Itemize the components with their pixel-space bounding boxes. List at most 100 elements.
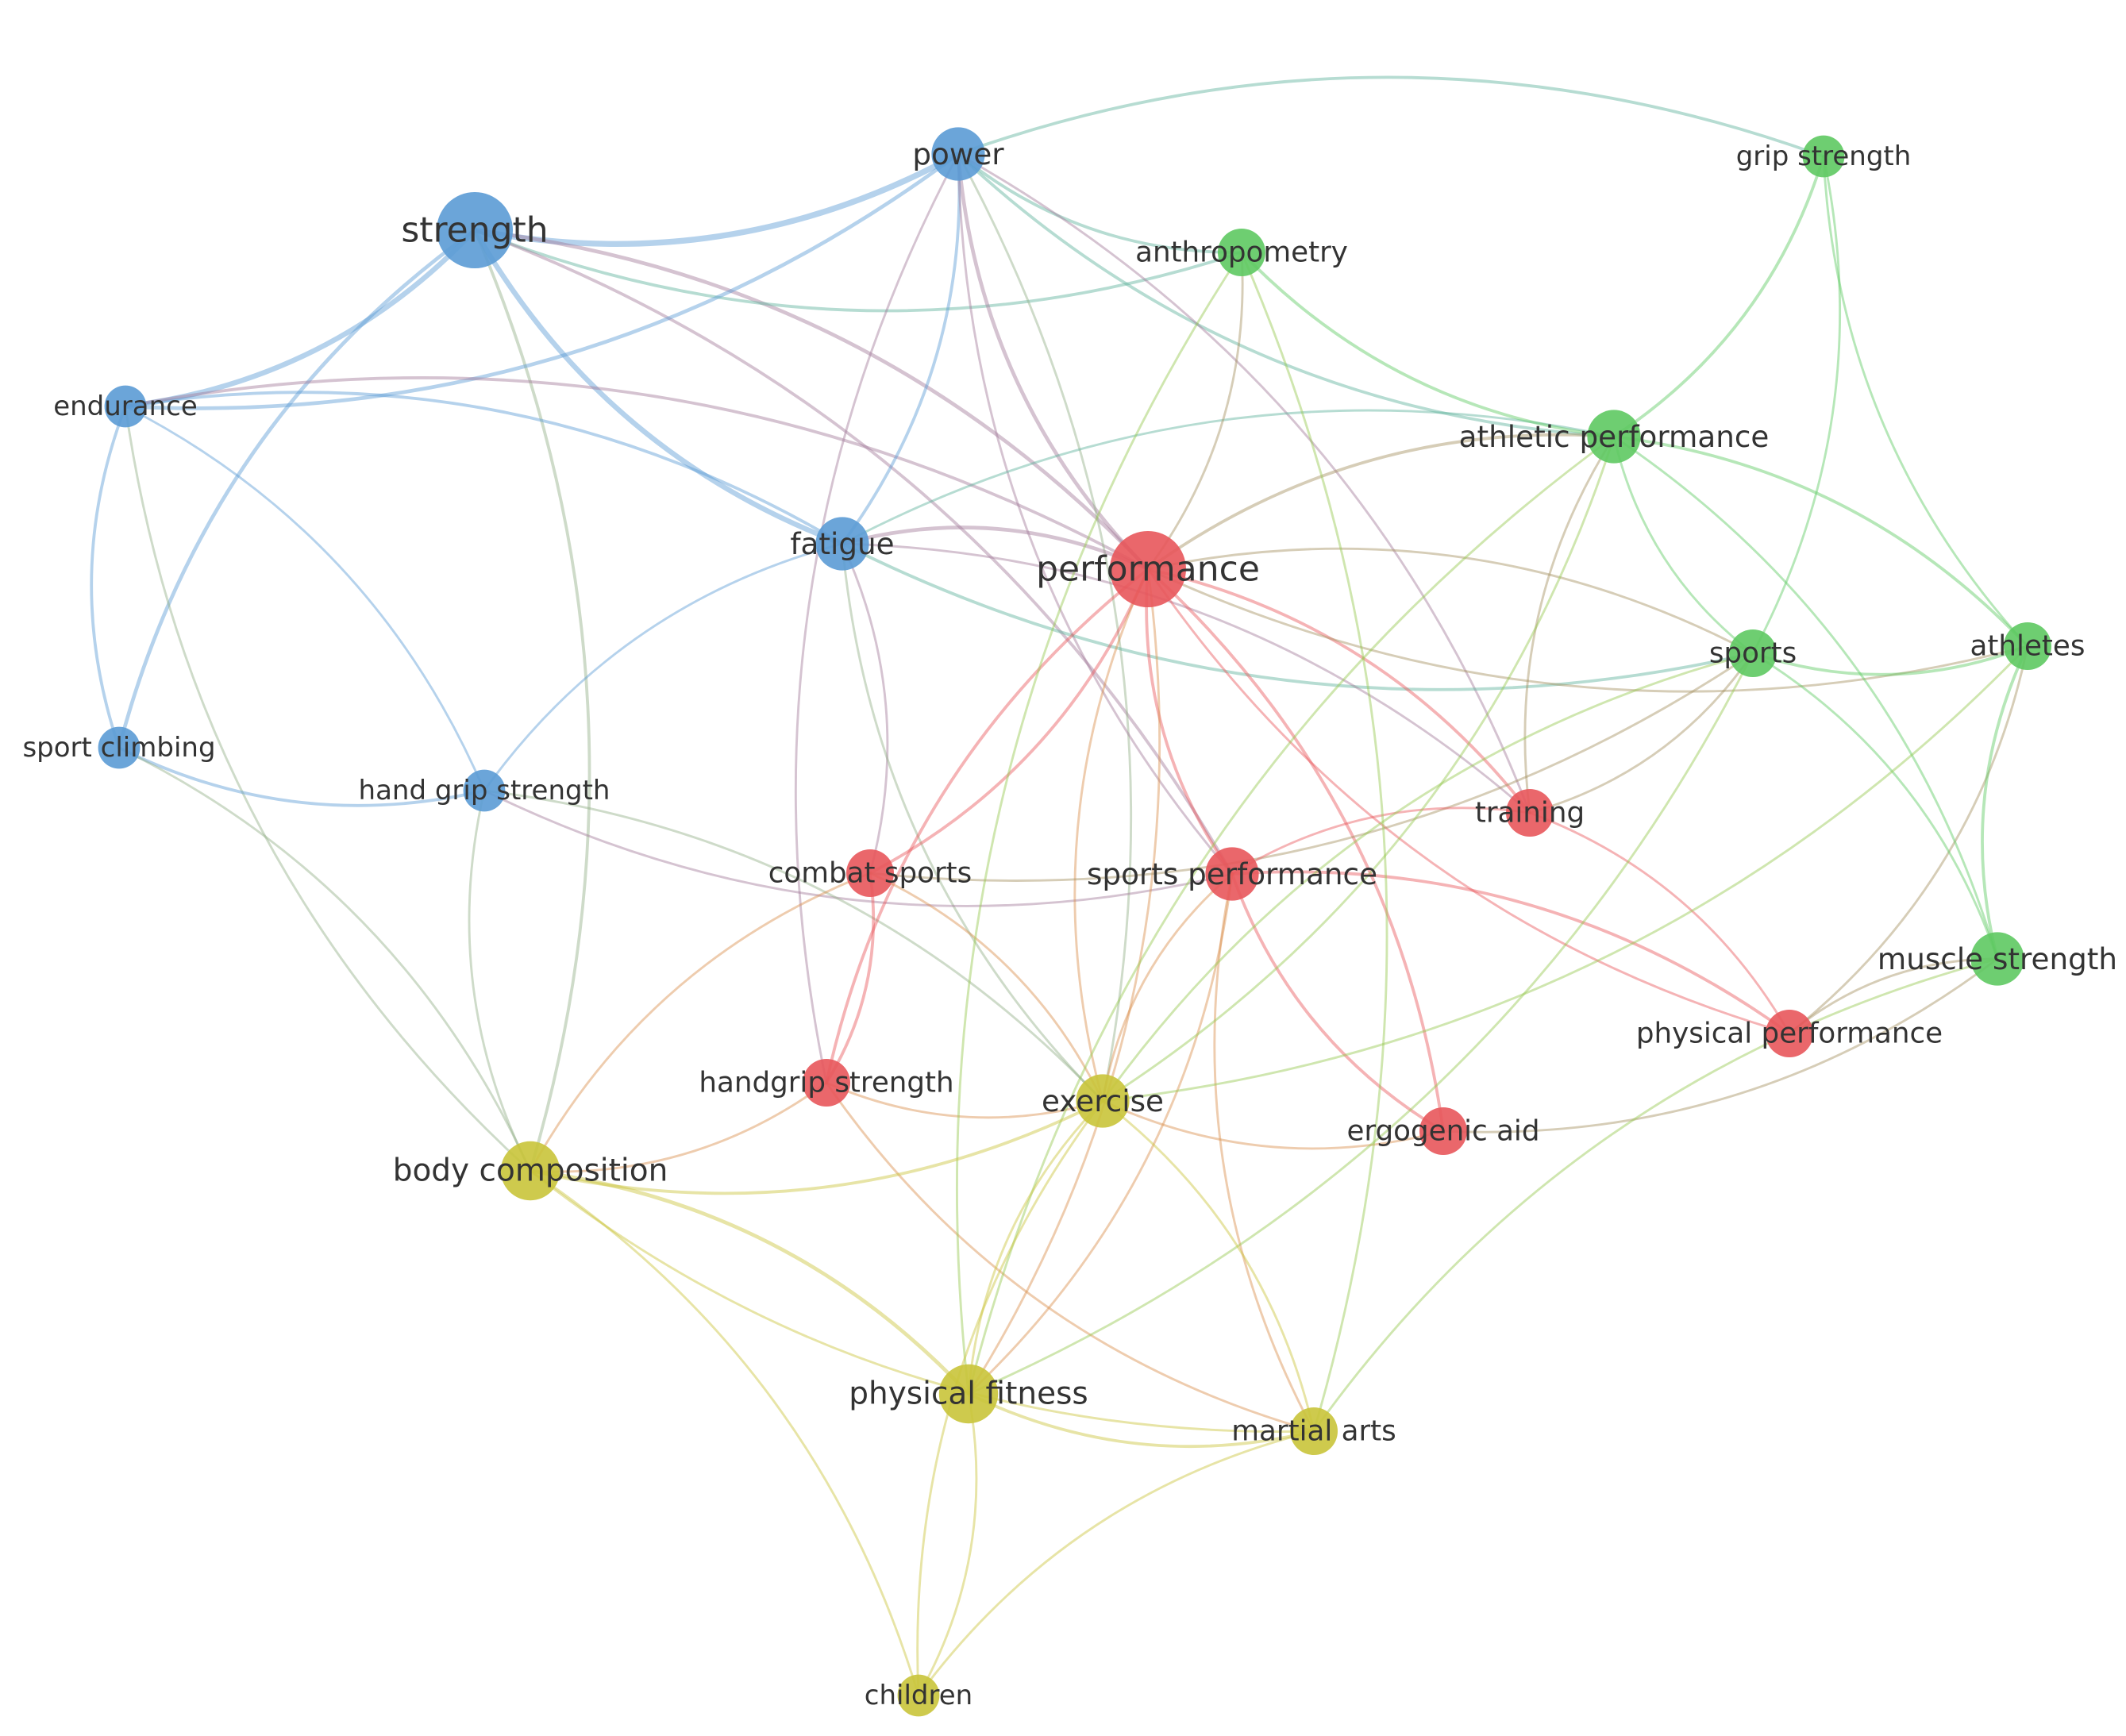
node-fatigue[interactable]	[815, 517, 869, 571]
edge-power-anthropometry	[957, 152, 1243, 254]
edge-endurance-sport-climbing	[90, 405, 127, 749]
node-label-hand-grip-strength: hand grip strength	[359, 775, 610, 806]
edge-fatigue-sports	[841, 542, 1754, 691]
edge-endurance-performance	[124, 376, 1150, 571]
edge-power-exercise	[957, 152, 1133, 1103]
edge-body-composition-martial-arts	[529, 1169, 1315, 1433]
edge-hand-grip-strength-sports-performance	[483, 789, 1234, 907]
edge-performance-combat-sports	[869, 568, 1150, 875]
edge-performance-physical-performance	[1146, 568, 1791, 1035]
node-sports[interactable]	[1729, 629, 1777, 677]
node-combat-sports[interactable]	[846, 849, 894, 897]
node-label-fatigue: fatigue	[790, 526, 894, 561]
edge-combat-sports-sports	[869, 652, 1754, 882]
edge-endurance-hand-grip-strength	[124, 405, 486, 792]
edge-strength-power	[472, 151, 961, 247]
node-athletes[interactable]	[2004, 622, 2051, 670]
nodes-layer	[98, 127, 2051, 1717]
node-label-athletic-performance: athletic performance	[1459, 419, 1770, 454]
node-label-physical-fitness: physical fitness	[849, 1376, 1088, 1412]
edge-physical-fitness-children	[917, 1392, 978, 1697]
node-label-anthropometry: anthropometry	[1135, 237, 1348, 269]
node-athletic-performance[interactable]	[1587, 410, 1641, 464]
node-label-strength: strength	[401, 210, 548, 251]
edge-fatigue-performance	[840, 525, 1150, 572]
edge-performance-physical-fitness	[967, 568, 1161, 1395]
node-body-composition[interactable]	[500, 1141, 560, 1201]
edge-grip-strength-sports	[1751, 155, 1842, 655]
node-sports-performance[interactable]	[1205, 847, 1259, 901]
edge-power-performance	[956, 152, 1150, 572]
edge-sports-performance-physical-fitness	[967, 872, 1234, 1395]
node-label-training: training	[1475, 797, 1585, 830]
edge-strength-body-composition	[473, 229, 591, 1172]
edge-ergogenic-aid-exercise	[1101, 1099, 1445, 1150]
edge-athletic-performance-sports	[1612, 435, 1754, 655]
edge-sports-performance-training	[1231, 806, 1531, 876]
edge-combat-sports-body-composition	[529, 872, 872, 1172]
edge-exercise-martial-arts	[1101, 1099, 1315, 1433]
node-martial-arts[interactable]	[1290, 1407, 1338, 1455]
edge-performance-handgrip-strength	[825, 568, 1150, 1084]
node-anthropometry[interactable]	[1218, 229, 1265, 276]
edge-strength-fatigue	[472, 227, 845, 547]
edge-fatigue-training	[841, 542, 1531, 814]
edge-strength-anthropometry	[473, 229, 1243, 313]
edge-muscle-strength-martial-arts	[1312, 957, 1999, 1433]
node-label-exercise: exercise	[1042, 1084, 1164, 1118]
edge-fatigue-exercise	[841, 542, 1104, 1103]
edge-sports-performance-physical-performance	[1231, 870, 1791, 1035]
edge-physical-performance-muscle-strength	[1788, 957, 1999, 1035]
edge-athletes-exercise	[1101, 645, 2029, 1103]
node-ergogenic-aid[interactable]	[1419, 1107, 1467, 1155]
edge-sports-muscle-strength	[1751, 652, 1999, 960]
node-label-performance: performance	[1036, 549, 1260, 590]
edge-athletic-performance-athletes	[1612, 435, 2029, 648]
node-handgrip-strength[interactable]	[803, 1059, 850, 1107]
edge-anthropometry-martial-arts	[1240, 251, 1388, 1433]
node-label-sports-performance: sports performance	[1087, 856, 1377, 891]
node-children[interactable]	[897, 1674, 940, 1717]
edge-hand-grip-strength-body-composition	[468, 789, 532, 1172]
edge-handgrip-strength-martial-arts	[825, 1081, 1315, 1433]
node-strength[interactable]	[437, 192, 513, 268]
node-label-handgrip-strength: handgrip strength	[699, 1067, 953, 1099]
edge-martial-arts-children	[917, 1430, 1315, 1697]
edge-strength-performance	[472, 228, 1150, 572]
edge-fatigue-combat-sports	[841, 542, 889, 875]
node-label-combat-sports: combat sports	[768, 857, 972, 890]
node-label-endurance: endurance	[53, 391, 198, 422]
edge-anthropometry-athletic-performance	[1240, 251, 1616, 438]
node-label-martial-arts: martial arts	[1231, 1415, 1396, 1448]
node-endurance[interactable]	[104, 385, 147, 428]
node-muscle-strength[interactable]	[1970, 932, 2024, 986]
node-physical-fitness[interactable]	[938, 1364, 999, 1424]
node-physical-performance[interactable]	[1766, 1010, 1813, 1057]
edge-handgrip-strength-exercise	[825, 1081, 1104, 1119]
edge-strength-endurance	[122, 227, 478, 410]
edge-power-handgrip-strength	[794, 152, 960, 1084]
edge-hand-grip-strength-exercise	[483, 789, 1104, 1103]
edge-combat-sports-exercise	[869, 872, 1104, 1103]
edge-athletic-performance-exercise	[1101, 435, 1616, 1103]
edge-sports-performance-ergogenic-aid	[1231, 872, 1445, 1133]
node-power[interactable]	[931, 127, 985, 181]
edge-exercise-body-composition	[529, 1099, 1104, 1195]
node-exercise[interactable]	[1076, 1074, 1130, 1128]
node-sport-climbing[interactable]	[98, 726, 141, 769]
node-hand-grip-strength[interactable]	[463, 769, 506, 812]
edge-power-training	[957, 152, 1531, 814]
edge-power-grip-strength	[957, 75, 1825, 158]
edge-sports-exercise	[1101, 652, 1754, 1103]
node-performance[interactable]	[1110, 531, 1186, 607]
node-grip-strength[interactable]	[1802, 135, 1845, 178]
edge-endurance-fatigue	[124, 391, 844, 545]
node-label-athletes: athletes	[1970, 630, 2086, 663]
edge-strength-sport-climbing	[117, 228, 477, 750]
node-label-sport-climbing: sport climbing	[22, 732, 215, 764]
edge-athletic-performance-physical-fitness	[967, 435, 1616, 1395]
edge-sport-climbing-hand-grip-strength	[117, 746, 486, 807]
edge-ergogenic-aid-muscle-strength	[1442, 957, 1999, 1134]
node-training[interactable]	[1506, 789, 1554, 837]
